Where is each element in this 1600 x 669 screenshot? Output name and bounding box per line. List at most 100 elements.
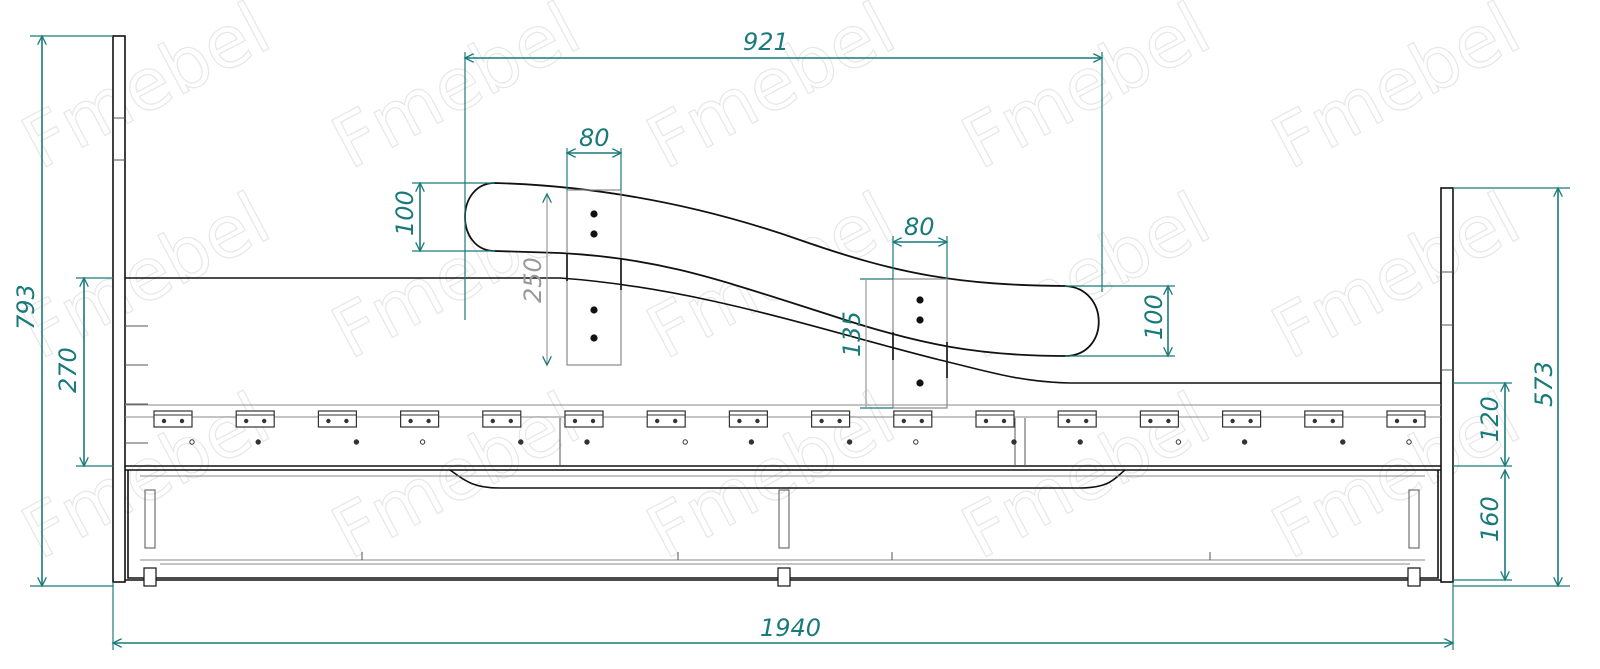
mount-hole (913, 439, 919, 445)
dim-right-post-height: 135 (838, 311, 866, 357)
armrest-rail (464, 182, 1100, 357)
foot (143, 567, 157, 587)
dim-footboard-height: 573 (1530, 361, 1558, 407)
dowel (916, 316, 924, 324)
foot (1407, 567, 1421, 587)
watermark: Fmebel (9, 176, 283, 375)
dim-left-post-width: 80 (579, 124, 610, 152)
mount-hole (1241, 439, 1248, 445)
mount-hole (518, 439, 524, 445)
right-footboard-post (1440, 187, 1454, 583)
watermark: Fmebel (949, 0, 1223, 185)
dim-left-post-height: 250 (519, 257, 547, 303)
dim-rail-height: 120 (1476, 396, 1504, 442)
screw (490, 418, 495, 424)
slat-bracket (646, 410, 688, 445)
mount-hole (419, 439, 426, 445)
slat-bracket (975, 410, 1017, 445)
slat-bracket (728, 410, 769, 445)
mount-hole (1175, 439, 1182, 445)
screw (590, 418, 596, 424)
screw (1394, 418, 1400, 424)
mount-hole (353, 439, 360, 445)
screw (919, 418, 924, 424)
screw (1248, 418, 1253, 424)
dim-total-width: 1940 (760, 614, 821, 642)
mount-hole (682, 439, 688, 445)
screw (179, 418, 185, 424)
slat-bracket (235, 410, 275, 445)
slat-bracket (153, 410, 195, 445)
slat-bracket (400, 410, 440, 445)
slat-bracket (482, 410, 524, 445)
mount-hole (748, 439, 755, 445)
screw (673, 418, 678, 424)
mount-hole (1077, 439, 1083, 445)
screw (244, 418, 249, 424)
drawer-bracket (778, 489, 790, 549)
screw (983, 418, 989, 424)
mount-hole (1011, 439, 1017, 445)
side-panel-top (125, 277, 1441, 384)
screw (755, 418, 760, 424)
screw (572, 418, 578, 424)
dim-right-post-width: 80 (904, 213, 935, 241)
screw (1412, 418, 1418, 424)
slat-bracket (1221, 410, 1262, 445)
screw (1166, 418, 1171, 424)
screw (326, 418, 331, 424)
mount-hole (846, 439, 853, 445)
mount-hole (189, 439, 195, 445)
screw (819, 418, 824, 424)
drawer-bracket (144, 489, 156, 549)
dowel (590, 230, 598, 238)
screw (1084, 418, 1089, 424)
dim-armrest-thickness-right: 100 (1140, 294, 1168, 340)
screw (1330, 418, 1336, 424)
screw (1148, 418, 1153, 424)
slat-bracket (1304, 410, 1346, 445)
screw (344, 418, 349, 424)
dimension-lines: 1940 793 270 573 120 160 921 8 (12, 28, 1570, 650)
watermark: Fmebel (9, 0, 283, 185)
screw (1230, 418, 1235, 424)
screw (508, 418, 513, 424)
dim-drawer-height: 160 (1476, 496, 1504, 542)
dowel (916, 296, 924, 304)
foot (777, 567, 791, 587)
dim-armrest-span: 921 (743, 28, 789, 56)
slat-bracket (1139, 410, 1182, 445)
dowel (590, 210, 598, 218)
dim-armrest-thickness-left: 100 (391, 190, 419, 236)
mount-hole (1340, 439, 1346, 445)
dowel (916, 379, 924, 387)
bed-outline (112, 35, 1454, 587)
screw (161, 418, 167, 424)
screw (1066, 418, 1071, 424)
screw (426, 418, 431, 424)
dowel (590, 334, 598, 342)
slat-bracket (1057, 410, 1097, 445)
left-headboard-post (112, 35, 126, 583)
screw (655, 418, 660, 424)
screw (837, 418, 842, 424)
watermark: Fmebel (319, 0, 593, 185)
dim-side-panel-height: 270 (54, 347, 82, 393)
dim-total-height: 793 (12, 284, 40, 330)
watermark: Fmebel (1259, 176, 1533, 375)
screw (1001, 418, 1007, 424)
slat-bracket (893, 410, 933, 445)
slat-bracket (1386, 410, 1426, 445)
watermark: Fmebel (1259, 0, 1533, 185)
mount-hole (584, 439, 590, 445)
screw (262, 418, 267, 424)
screw (408, 418, 413, 424)
slat-bracket (810, 410, 853, 445)
slat-bracket (317, 410, 360, 445)
screw (737, 418, 742, 424)
slat-bracket (564, 410, 604, 445)
screw (1312, 418, 1318, 424)
drawer-bracket (1408, 489, 1420, 549)
screw (901, 418, 906, 424)
